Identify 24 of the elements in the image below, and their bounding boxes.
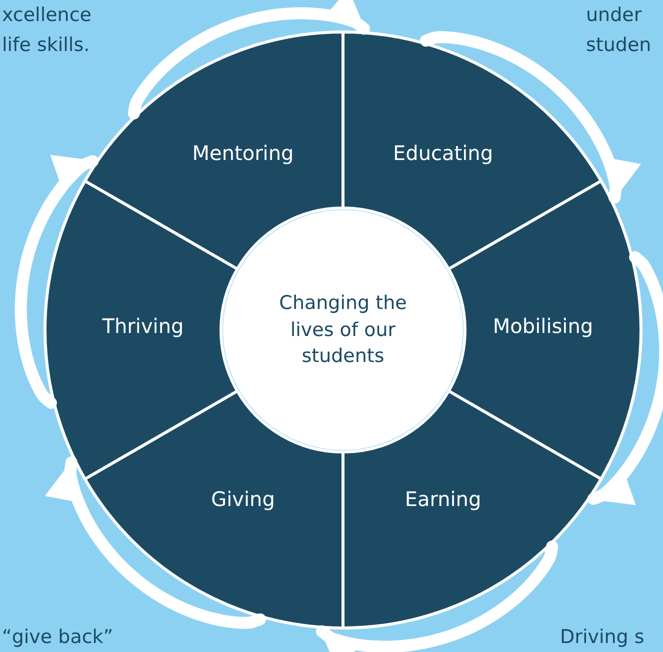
curved-arrow xyxy=(14,154,99,409)
segment-label: Thriving xyxy=(102,314,184,338)
wheel-segment xyxy=(447,180,642,480)
segment-label: Mentoring xyxy=(192,140,294,165)
curved-arrow xyxy=(420,31,642,204)
curved-arrow xyxy=(587,251,663,506)
caption-text: “give back” xyxy=(2,628,114,647)
segment-label: Educating xyxy=(392,140,494,165)
segment-label: Mobilising xyxy=(492,314,594,338)
center-circle xyxy=(223,210,463,450)
wheel-segment xyxy=(83,390,344,630)
caption-text: Driving s xyxy=(560,628,644,647)
wheel-segment xyxy=(342,390,603,630)
caption-text: studen xyxy=(586,36,652,55)
curved-arrow xyxy=(44,456,266,629)
center-text: Changing the lives of our students xyxy=(278,291,408,370)
segment-label: Earning xyxy=(404,487,482,512)
wheel-segment xyxy=(44,180,239,480)
curved-arrow xyxy=(128,0,370,120)
caption-text: xcellence xyxy=(2,6,92,25)
curved-arrow xyxy=(316,540,558,652)
caption-text: under xyxy=(586,6,642,25)
caption-text: life skills. xyxy=(2,36,90,55)
segment-label: Giving xyxy=(211,487,275,512)
